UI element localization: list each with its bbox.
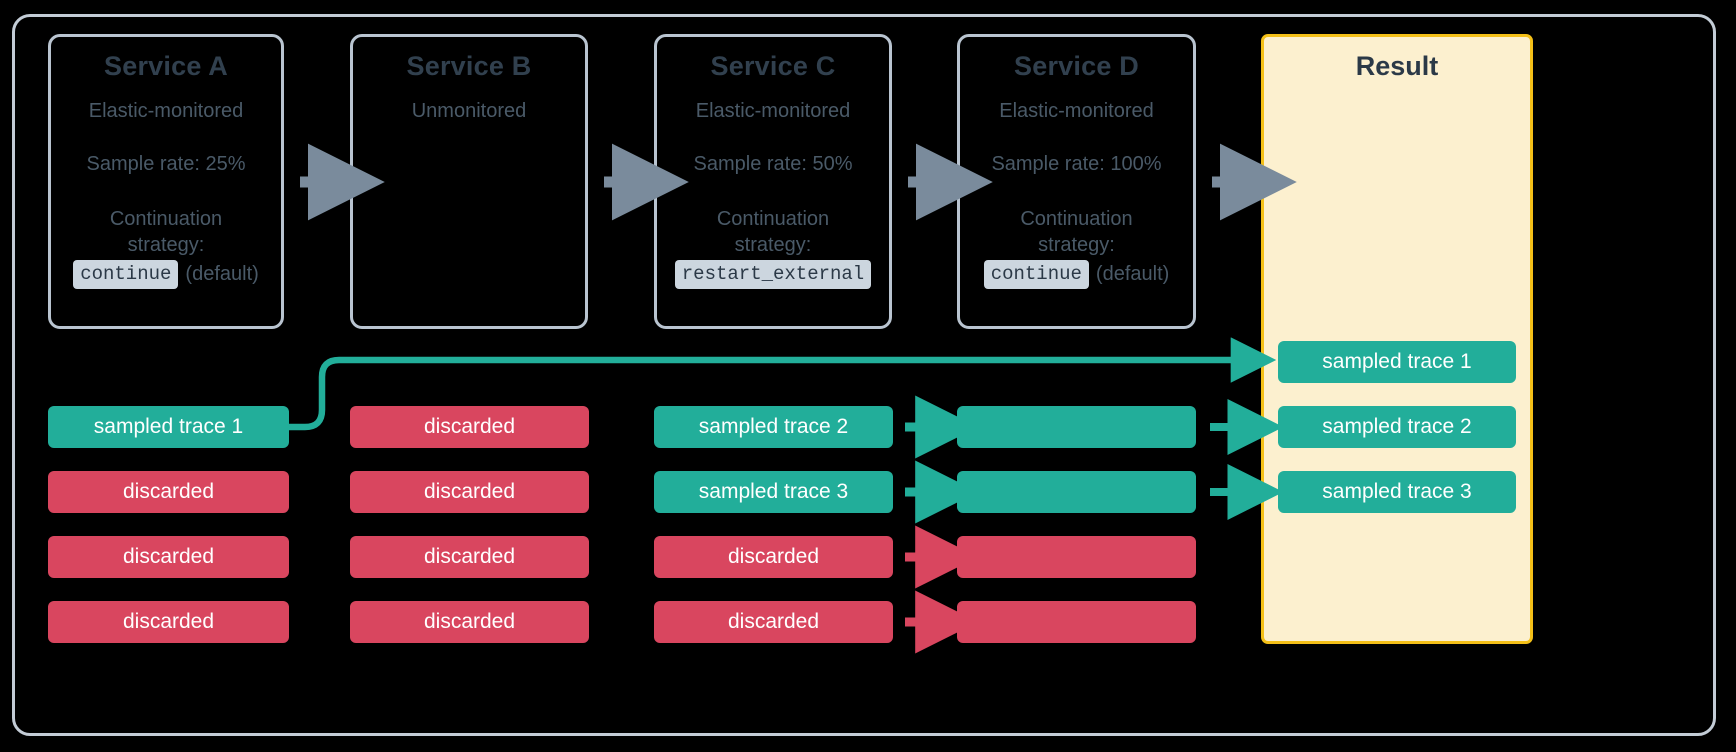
service-a-strategy-chip: continue bbox=[73, 259, 179, 289]
service-a-title: Service A bbox=[104, 51, 228, 81]
result-trace-pill-3: sampled trace 3 bbox=[1278, 471, 1516, 513]
trace-pill-1-1: sampled trace 1 bbox=[48, 406, 289, 448]
service-a-strategy-line2: strategy: bbox=[127, 234, 205, 257]
service-c-strategy-line1: Continuation bbox=[716, 208, 830, 230]
trace-pill-1-2: discarded bbox=[48, 471, 289, 513]
service-d-strategy-note: (default) bbox=[1095, 263, 1170, 286]
service-c-title: Service C bbox=[710, 51, 836, 81]
service-c-monitoring: Elastic-monitored bbox=[695, 100, 851, 122]
service-b-title: Service B bbox=[406, 51, 532, 81]
service-a-strategy-value-row: continue (default) bbox=[73, 259, 259, 289]
service-card-c: Service C Elastic-monitored Sample rate:… bbox=[654, 34, 892, 329]
service-b-monitoring: Unmonitored bbox=[411, 100, 527, 122]
service-c-strategy-value-row: restart_external bbox=[674, 259, 872, 289]
service-a-strategy: Continuation strategy: continue (default… bbox=[73, 206, 259, 289]
trace-pill-3-4: discarded bbox=[654, 601, 893, 643]
service-d-sample-rate: Sample rate: 100% bbox=[991, 153, 1162, 175]
d-to-result-arrows bbox=[1210, 399, 1284, 520]
trace-pill-3-3: discarded bbox=[654, 536, 893, 578]
result-trace-pill-2: sampled trace 2 bbox=[1278, 406, 1516, 448]
result-trace-pill-1: sampled trace 1 bbox=[1278, 341, 1516, 383]
trace-pill-1-4: discarded bbox=[48, 601, 289, 643]
service-a-sample-rate: Sample rate: 25% bbox=[86, 153, 246, 175]
service-d-strategy-chip: continue bbox=[983, 259, 1089, 289]
service-d-strategy-value-row: continue (default) bbox=[983, 259, 1170, 289]
service-a-strategy-line1: Continuation bbox=[109, 208, 223, 230]
service-d-strategy-line2: strategy: bbox=[1038, 234, 1115, 257]
service-c-strategy: Continuation strategy: restart_external bbox=[674, 206, 872, 289]
trace-pill-3-1: sampled trace 2 bbox=[654, 406, 893, 448]
service-card-d: Service D Elastic-monitored Sample rate:… bbox=[957, 34, 1196, 329]
trace-pill-3-2: sampled trace 3 bbox=[654, 471, 893, 513]
service-card-a: Service A Elastic-monitored Sample rate:… bbox=[48, 34, 284, 329]
service-c-sample-rate: Sample rate: 50% bbox=[693, 153, 853, 175]
service-card-b: Service B Unmonitored bbox=[350, 34, 588, 329]
trace-pill-4-4 bbox=[957, 601, 1196, 643]
trace-pill-2-4: discarded bbox=[350, 601, 589, 643]
service-c-strategy-chip: restart_external bbox=[674, 259, 872, 289]
service-d-monitoring: Elastic-monitored bbox=[999, 100, 1154, 122]
service-a-monitoring: Elastic-monitored bbox=[88, 100, 244, 122]
c-to-d-arrows bbox=[905, 395, 979, 654]
service-d-strategy: Continuation strategy: continue (default… bbox=[983, 206, 1170, 289]
trace-pill-2-3: discarded bbox=[350, 536, 589, 578]
trace-pill-4-1 bbox=[957, 406, 1196, 448]
service-d-title: Service D bbox=[1014, 51, 1139, 81]
service-d-strategy-line1: Continuation bbox=[1020, 208, 1133, 230]
service-c-strategy-line2: strategy: bbox=[734, 234, 812, 257]
trace-pill-4-3 bbox=[957, 536, 1196, 578]
trace-pill-4-2 bbox=[957, 471, 1196, 513]
service-a-strategy-note: (default) bbox=[185, 263, 259, 286]
trace-pill-2-2: discarded bbox=[350, 471, 589, 513]
result-title: Result bbox=[1355, 51, 1439, 81]
result-panel: Result bbox=[1261, 34, 1533, 644]
trace-pill-2-1: discarded bbox=[350, 406, 589, 448]
trace-pill-1-3: discarded bbox=[48, 536, 289, 578]
